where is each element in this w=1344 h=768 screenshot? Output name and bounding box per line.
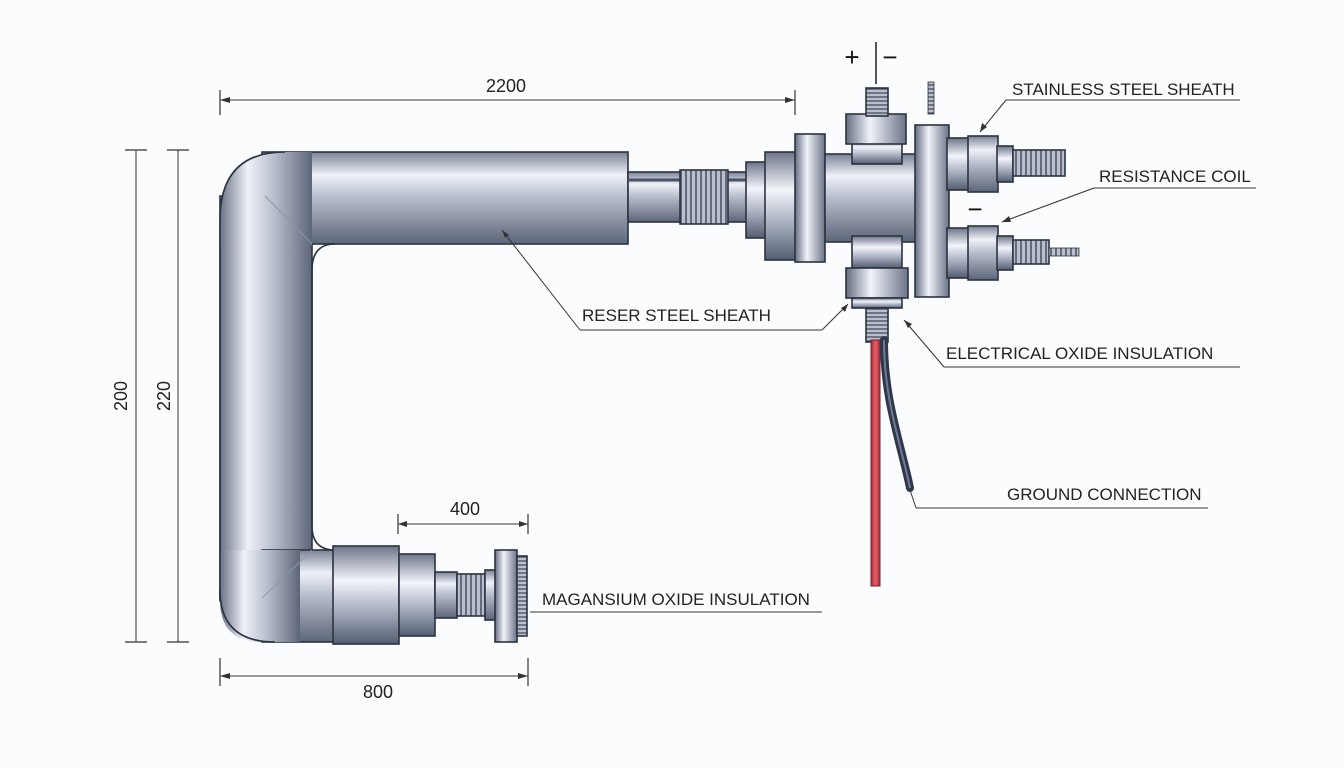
label-stainless-steel-sheath: STAINLESS STEEL SHEATH [1012, 80, 1235, 99]
l-shaped-sheath-tube [219, 151, 629, 643]
dimension-bottom-length: 800 [219, 658, 529, 702]
callout-resistance-coil: RESISTANCE COIL [1001, 167, 1256, 223]
label-resistance-coil: RESISTANCE COIL [1099, 167, 1251, 186]
label-electrical-oxide-insulation: ELECTRICAL OXIDE INSULATION [946, 344, 1213, 363]
dimension-label-outer-height: 200 [111, 381, 131, 411]
dimension-label-fitting: 400 [450, 499, 480, 519]
dimension-label-bottom: 800 [363, 682, 393, 702]
dimension-outer-height: 200 [111, 149, 147, 643]
bottom-end-fitting [332, 545, 528, 645]
ground-wires [870, 336, 914, 587]
terminal-lower [946, 225, 1080, 281]
callout-magnesium-oxide-insulation: MAGANSIUM OXIDE INSULATION [530, 590, 822, 613]
callout-electrical-oxide-insulation: ELECTRICAL OXIDE INSULATION [903, 319, 1240, 368]
callout-reser-steel-sheath: RESER STEEL SHEATH [501, 229, 849, 331]
callout-stainless-steel-sheath: STAINLESS STEEL SHEATH [979, 80, 1240, 133]
dimension-label-inner-height: 220 [154, 381, 174, 411]
label-ground-connection: GROUND CONNECTION [1007, 485, 1202, 504]
terminal-housing [764, 81, 950, 343]
dimension-label-top: 2200 [486, 76, 526, 96]
callout-ground-connection: GROUND CONNECTION [909, 485, 1208, 509]
dimension-top-length: 2200 [219, 76, 796, 115]
plus-sign: + [844, 42, 859, 72]
dimension-inner-height: 220 [154, 149, 189, 643]
terminal-upper [946, 135, 1066, 193]
minus-sign: − [882, 42, 897, 72]
dimension-fitting-length: 400 [397, 499, 529, 534]
top-tube-extension [627, 161, 771, 239]
label-reser-steel-sheath: RESER STEEL SHEATH [582, 306, 771, 325]
minus-sign-lower: − [967, 194, 982, 224]
label-magnesium-oxide-insulation: MAGANSIUM OXIDE INSULATION [542, 590, 810, 609]
